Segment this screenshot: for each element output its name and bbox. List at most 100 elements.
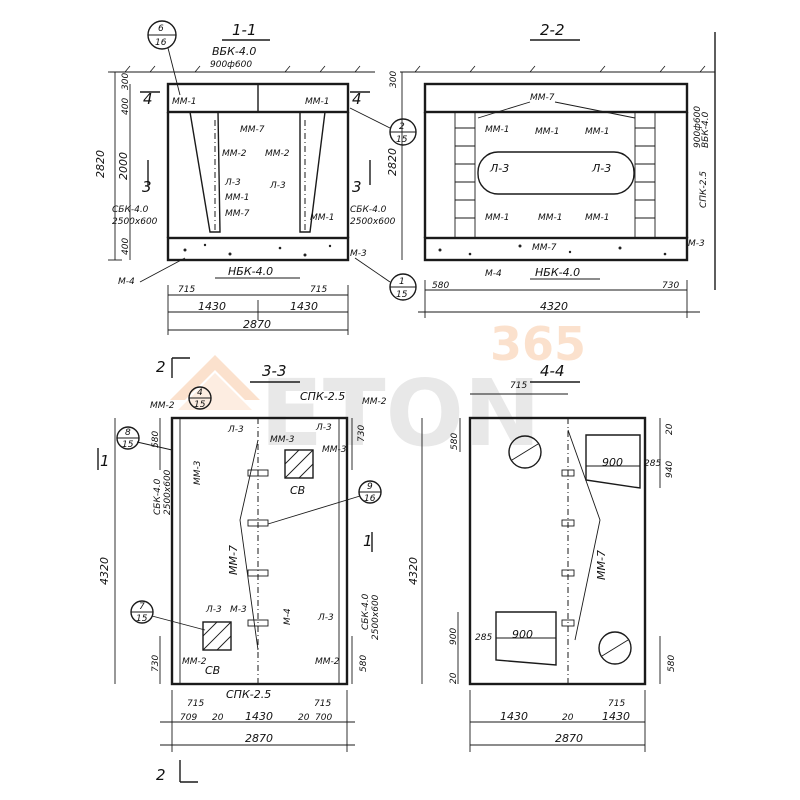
svg-text:ММ-2: ММ-2 [182, 657, 207, 667]
svg-text:СБК-4.0: СБК-4.0 [361, 593, 371, 630]
svg-text:ММ-1: ММ-1 [225, 193, 250, 203]
label-vbk-size: 900ф600 [210, 60, 252, 70]
svg-text:700: 700 [315, 713, 332, 723]
manhole-top [508, 435, 542, 469]
svg-text:1: 1 [100, 452, 110, 470]
callout-9-16: 9 16 [267, 480, 382, 525]
svg-text:НБК-4.0: НБК-4.0 [535, 266, 580, 279]
svg-text:4320: 4320 [98, 557, 111, 585]
svg-text:ММ-7: ММ-7 [225, 209, 250, 219]
plan-outline-3-3 [170, 416, 349, 686]
watermark-word: ETON [260, 360, 541, 467]
svg-text:730: 730 [151, 655, 161, 672]
svg-text:2870: 2870 [243, 318, 271, 331]
svg-text:СПК-2.5: СПК-2.5 [699, 171, 709, 208]
view-title-2-2: 2-2 [540, 21, 565, 39]
svg-text:ММ-1: ММ-1 [485, 125, 510, 135]
svg-text:3: 3 [352, 178, 362, 196]
svg-text:М-3: М-3 [350, 249, 367, 259]
svg-text:ММ-2: ММ-2 [362, 397, 387, 407]
svg-text:ММ-2: ММ-2 [315, 657, 340, 667]
svg-text:715: 715 [310, 285, 327, 295]
plan-outline-4-4 [468, 416, 647, 686]
svg-text:2500х600: 2500х600 [163, 469, 173, 515]
callout-2-15: 2 15 [349, 107, 417, 146]
svg-text:ММ-1: ММ-1 [585, 213, 610, 223]
svg-text:ВБК-4.0: ВБК-4.0 [701, 111, 711, 148]
callout-1-15: 1 15 [354, 257, 417, 301]
svg-text:ММ-2: ММ-2 [222, 149, 247, 159]
svg-text:20: 20 [212, 713, 224, 723]
svg-text:400: 400 [121, 238, 131, 255]
svg-text:ММ-1: ММ-1 [172, 97, 197, 107]
svg-text:Л-3: Л-3 [269, 181, 286, 191]
svg-text:9: 9 [367, 482, 373, 492]
svg-text:580: 580 [432, 281, 449, 291]
svg-text:3: 3 [142, 178, 152, 196]
svg-text:900ф600: 900ф600 [693, 106, 703, 148]
svg-text:580: 580 [667, 655, 677, 672]
view-title-4-4: 4-4 [540, 362, 565, 380]
svg-text:ММ-7: ММ-7 [240, 125, 265, 135]
svg-text:16: 16 [364, 494, 376, 504]
svg-text:715: 715 [608, 699, 625, 709]
svg-text:715: 715 [314, 699, 331, 709]
svg-text:2820: 2820 [386, 148, 399, 176]
svg-text:М-3: М-3 [688, 239, 705, 249]
bottom-slab-1-1 [166, 236, 350, 262]
svg-text:ММ-3: ММ-3 [270, 435, 295, 445]
svg-text:НБК-4.0: НБК-4.0 [228, 265, 273, 278]
svg-text:2500х600: 2500х600 [371, 594, 381, 640]
bottom-slab-2-2 [423, 236, 689, 262]
svg-text:15: 15 [122, 440, 134, 450]
svg-text:М-4: М-4 [485, 269, 502, 279]
svg-text:900: 900 [512, 628, 533, 641]
view-title-3-3: 3-3 [262, 362, 287, 380]
top-slab-2-2 [423, 82, 689, 114]
svg-text:20: 20 [449, 672, 459, 684]
svg-text:715: 715 [187, 699, 204, 709]
view-section-4-4: 4-4 900 285 900 285 ММ-7 71 [407, 362, 677, 752]
svg-text:1430: 1430 [602, 710, 630, 723]
svg-text:ММ-2: ММ-2 [265, 149, 290, 159]
svg-text:ММ-7: ММ-7 [532, 243, 557, 253]
svg-text:Л-3: Л-3 [489, 162, 509, 175]
svg-text:ММ-7: ММ-7 [595, 550, 608, 580]
svg-text:1430: 1430 [198, 300, 226, 313]
svg-text:ММ-1: ММ-1 [535, 127, 560, 137]
view-title-1-1: 1-1 [232, 21, 257, 39]
svg-text:16: 16 [155, 38, 167, 48]
svg-text:2870: 2870 [555, 732, 583, 745]
svg-text:ММ-7: ММ-7 [530, 93, 555, 103]
hatch-top-right [284, 449, 314, 479]
ladder-right [634, 112, 656, 238]
svg-text:СПК-2.5: СПК-2.5 [226, 688, 271, 701]
svg-text:4320: 4320 [540, 300, 568, 313]
svg-text:2870: 2870 [245, 732, 273, 745]
svg-text:ММ-7: ММ-7 [227, 545, 240, 575]
svg-text:300: 300 [389, 71, 399, 88]
svg-text:1430: 1430 [245, 710, 273, 723]
svg-text:20: 20 [298, 713, 310, 723]
svg-text:СВ: СВ [290, 484, 305, 497]
opening-top: 900 285 [585, 434, 661, 489]
svg-text:2000: 2000 [117, 152, 130, 180]
svg-text:2: 2 [156, 766, 166, 784]
svg-text:СБК-4.0: СБК-4.0 [350, 205, 387, 215]
svg-text:СВ: СВ [205, 664, 220, 677]
svg-text:М-3: М-3 [230, 605, 247, 615]
view-section-1-1: 1-1 6 16 ВБК- [94, 20, 417, 335]
svg-text:ММ-1: ММ-1 [538, 213, 563, 223]
svg-text:М-4: М-4 [283, 608, 293, 625]
svg-text:Л-3: Л-3 [591, 162, 611, 175]
svg-text:ММ-3: ММ-3 [322, 445, 347, 455]
svg-text:ММ-1: ММ-1 [585, 127, 610, 137]
callout-8-15: 8 15 [116, 426, 173, 451]
svg-text:580: 580 [359, 655, 369, 672]
svg-text:1: 1 [363, 532, 373, 550]
svg-text:4320: 4320 [407, 557, 420, 585]
hatch-bottom-left [202, 621, 232, 651]
callout-7-15: 7 15 [130, 600, 206, 631]
callout-6-16: 6 16 [147, 20, 181, 96]
label-vbk: ВБК-4.0 [212, 45, 256, 58]
